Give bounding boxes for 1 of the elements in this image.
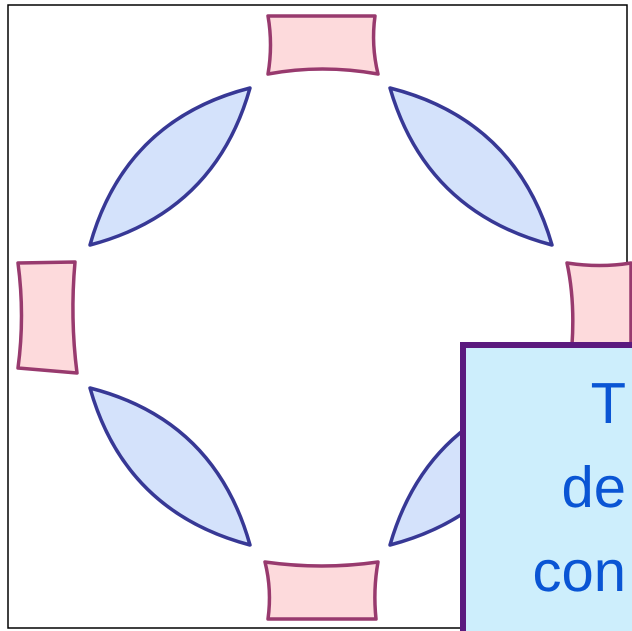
text-box: T de con <box>460 342 632 631</box>
